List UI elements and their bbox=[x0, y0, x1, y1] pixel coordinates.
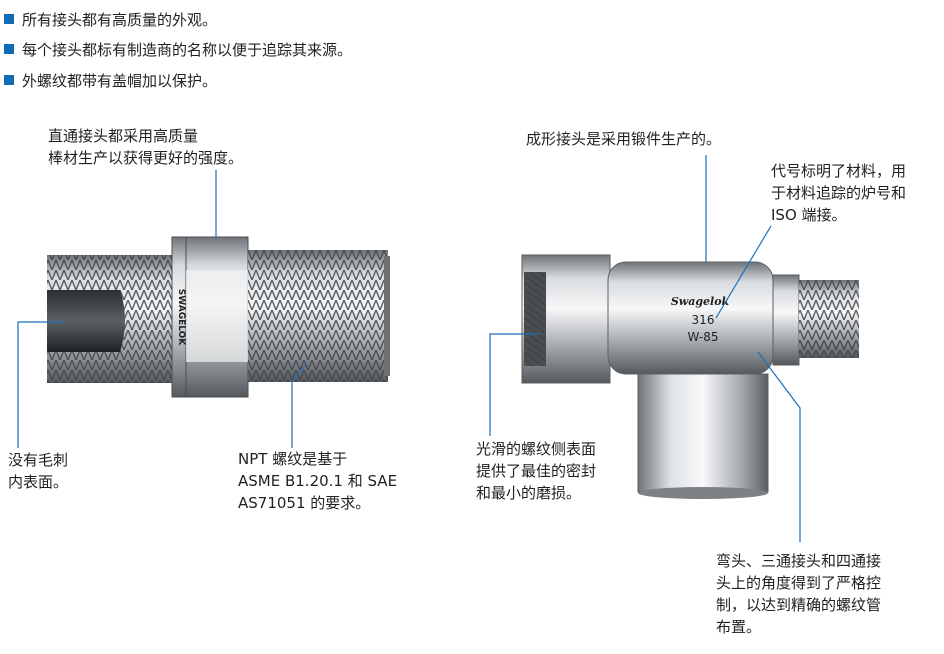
tee-brand-marking: Swagelok bbox=[671, 295, 730, 308]
callout-bar-stock: 直通接头都采用高质量 棒材生产以获得更好的强度。 bbox=[48, 127, 244, 167]
bullet-text: 每个接头都标有制造商的名称以便于追踪其来源。 bbox=[22, 40, 353, 59]
tee-heat-marking: W-85 bbox=[688, 330, 719, 344]
callout-identification-code: 代号标明了材料，用 于材料追踪的炉号和 ISO 端接。 bbox=[771, 162, 907, 224]
leader-line-seal bbox=[489, 333, 540, 436]
tee-fitting-drawing: Swagelok 316 W-85 bbox=[521, 254, 859, 499]
leader-line-code bbox=[715, 225, 772, 319]
body-marking-text: SWAGELOK bbox=[176, 289, 186, 347]
bullet-square-icon bbox=[4, 14, 14, 24]
straight-fitting-drawing: SWAGELOK bbox=[47, 236, 390, 398]
bullet-text: 所有接头都有高质量的外观。 bbox=[22, 10, 218, 29]
callout-controlled-angles: 弯头、三通接头和四通接 头上的角度得到了严格控 制，以达到精确的螺纹管 布置。 bbox=[716, 552, 882, 636]
callout-forged: 成形接头是采用锻件生产的。 bbox=[526, 130, 722, 148]
bullet-square-icon bbox=[4, 75, 14, 85]
leader-line-bore bbox=[17, 321, 62, 448]
bullet-item: 外螺纹都带有盖帽加以保护。 bbox=[4, 69, 217, 91]
bullet-item: 所有接头都有高质量的外观。 bbox=[4, 8, 217, 30]
leader-line-angle bbox=[757, 351, 801, 542]
bullet-text: 外螺纹都带有盖帽加以保护。 bbox=[22, 71, 218, 90]
callout-burr-free-bore: 没有毛刺 内表面。 bbox=[8, 451, 69, 491]
bullet-square-icon bbox=[4, 44, 14, 54]
callout-npt-thread: NPT 螺纹是基于 ASME B1.20.1 和 SAE AS71051 的要求… bbox=[238, 450, 398, 512]
leader-line-npt bbox=[291, 363, 307, 448]
bullet-item: 每个接头都标有制造商的名称以便于追踪其来源。 bbox=[4, 38, 352, 60]
tee-material-marking: 316 bbox=[692, 313, 715, 327]
leader-lines bbox=[17, 155, 801, 542]
callout-smooth-thread-flank: 光滑的螺纹侧表面 提供了最佳的密封 和最小的磨损。 bbox=[476, 440, 597, 502]
